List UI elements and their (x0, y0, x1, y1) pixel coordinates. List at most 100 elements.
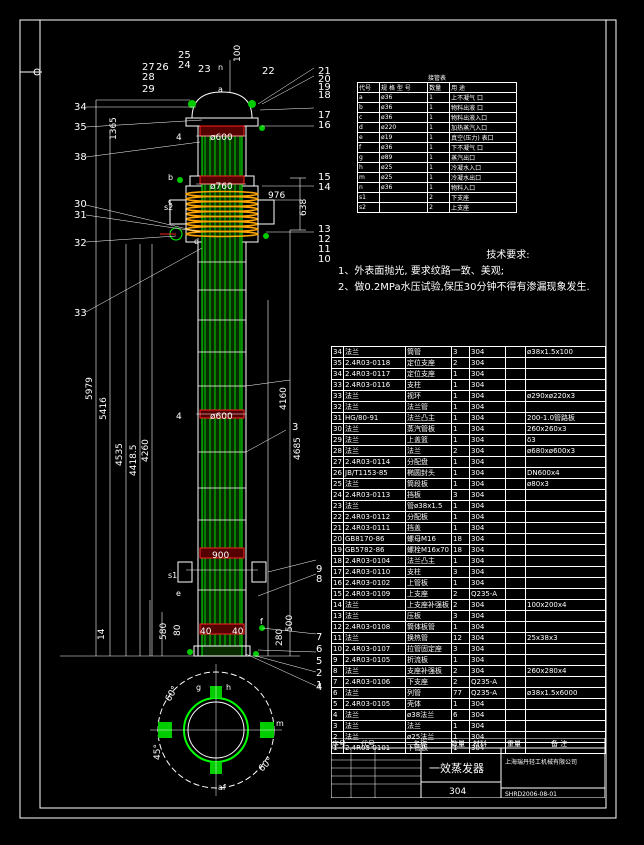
table-cell: 2.4R03-0102 (343, 577, 406, 589)
table-cell: 304 (469, 698, 506, 710)
table-cell: 304 (469, 412, 506, 424)
table-cell: 1 (451, 456, 470, 468)
dim-4a: 4 (176, 133, 182, 143)
table-cell (525, 368, 606, 380)
table-cell (505, 445, 526, 457)
table-cell: ø38x1.5x100 (525, 346, 606, 358)
table-cell: 法兰 (343, 434, 406, 446)
table-cell: 2.4R03-0104 (343, 555, 406, 567)
table-cell: 法兰 (343, 610, 406, 622)
callout-12: 12 (318, 234, 331, 245)
table-cell: 椭圆封头 (405, 467, 452, 479)
table-cell: 33 (331, 390, 344, 402)
table-cell (525, 522, 606, 534)
table-cell (505, 555, 526, 567)
table-cell: ø89 (379, 152, 429, 163)
table-cell: 2.4R03-0111 (343, 522, 406, 534)
parts-header-name: 名称 (413, 739, 427, 748)
table-cell: 法兰 (405, 720, 452, 732)
table-cell: 10 (331, 643, 344, 655)
table-cell: 代号 (356, 82, 381, 93)
dim-1365: 1365 (109, 117, 119, 140)
table-cell: 筒体板管 (405, 621, 452, 633)
table-cell: 1 (451, 423, 470, 435)
table-cell (525, 401, 606, 413)
table-cell: 法兰 (343, 632, 406, 644)
table-cell (505, 676, 526, 688)
table-cell (505, 412, 526, 424)
table-cell: 1 (427, 182, 451, 193)
table-cell: 304 (469, 577, 506, 589)
dim-44185: 4418.5 (129, 445, 139, 477)
table-cell: 16 (331, 577, 344, 589)
table-cell: 支座补强板 (405, 665, 452, 677)
table-cell: 22 (331, 511, 344, 523)
table-cell: 冷凝水出口 (449, 172, 517, 183)
table-cell: ø36 (379, 92, 429, 103)
dimension-lines (60, 60, 306, 657)
parts-header-remark: 备 注 (551, 739, 567, 748)
table-cell: 26 (331, 467, 344, 479)
drawing-number: SHRD2006-08-01 (505, 791, 557, 798)
table-cell: 304 (469, 533, 506, 545)
table-cell: 加热蒸汽入口 (449, 122, 517, 133)
table-cell: 304 (469, 665, 506, 677)
table-cell: 1 (451, 467, 470, 479)
callout-9: 9 (316, 564, 322, 575)
table-cell: 1 (427, 162, 451, 173)
table-cell (379, 192, 429, 203)
table-cell: δ3 (525, 434, 606, 446)
table-cell: 法兰 (343, 423, 406, 435)
table-cell: GB5782-86 (343, 544, 406, 556)
table-cell: 法兰 (343, 720, 406, 732)
callout-15: 15 (318, 172, 331, 183)
callout-25: 25 (178, 50, 191, 61)
table-cell: 法兰管 (405, 401, 452, 413)
table-cell: 304 (469, 478, 506, 490)
table-cell: 1 (427, 102, 451, 113)
table-cell: 11 (331, 632, 344, 644)
callout-16: 16 (318, 120, 331, 131)
callout-5: 5 (316, 656, 322, 667)
callout-34: 34 (74, 102, 87, 113)
callout-19: 19 (318, 82, 331, 93)
table-cell (505, 665, 526, 677)
table-cell: 物料出液入口 (449, 112, 517, 123)
nozzle-table-header: 代号规 格 型 号数量用 途 (356, 82, 517, 93)
table-cell (525, 489, 606, 501)
table-cell: 6 (331, 687, 344, 699)
callout-24: 24 (178, 60, 191, 71)
table-cell: 3 (451, 643, 470, 655)
table-cell: 法兰 (343, 500, 406, 512)
table-cell (505, 610, 526, 622)
table-cell: 260x280x4 (525, 665, 606, 677)
nozzle-letter-h: h (226, 683, 231, 692)
table-cell (505, 467, 526, 479)
table-cell: 上支座补强板 (405, 599, 452, 611)
table-cell: 支柱 (405, 379, 452, 391)
table-cell: 8 (331, 665, 344, 677)
table-cell (505, 709, 526, 721)
table-cell: 1 (427, 142, 451, 153)
table-cell: a (356, 92, 381, 103)
table-cell (505, 401, 526, 413)
table-cell (525, 610, 606, 622)
table-cell: 14 (331, 599, 344, 611)
table-cell: ø25 (379, 172, 429, 183)
callout-6: 6 (316, 644, 322, 655)
table-cell: 分配板 (405, 511, 452, 523)
table-cell: ø38法兰 (405, 709, 452, 721)
table-cell (525, 577, 606, 589)
